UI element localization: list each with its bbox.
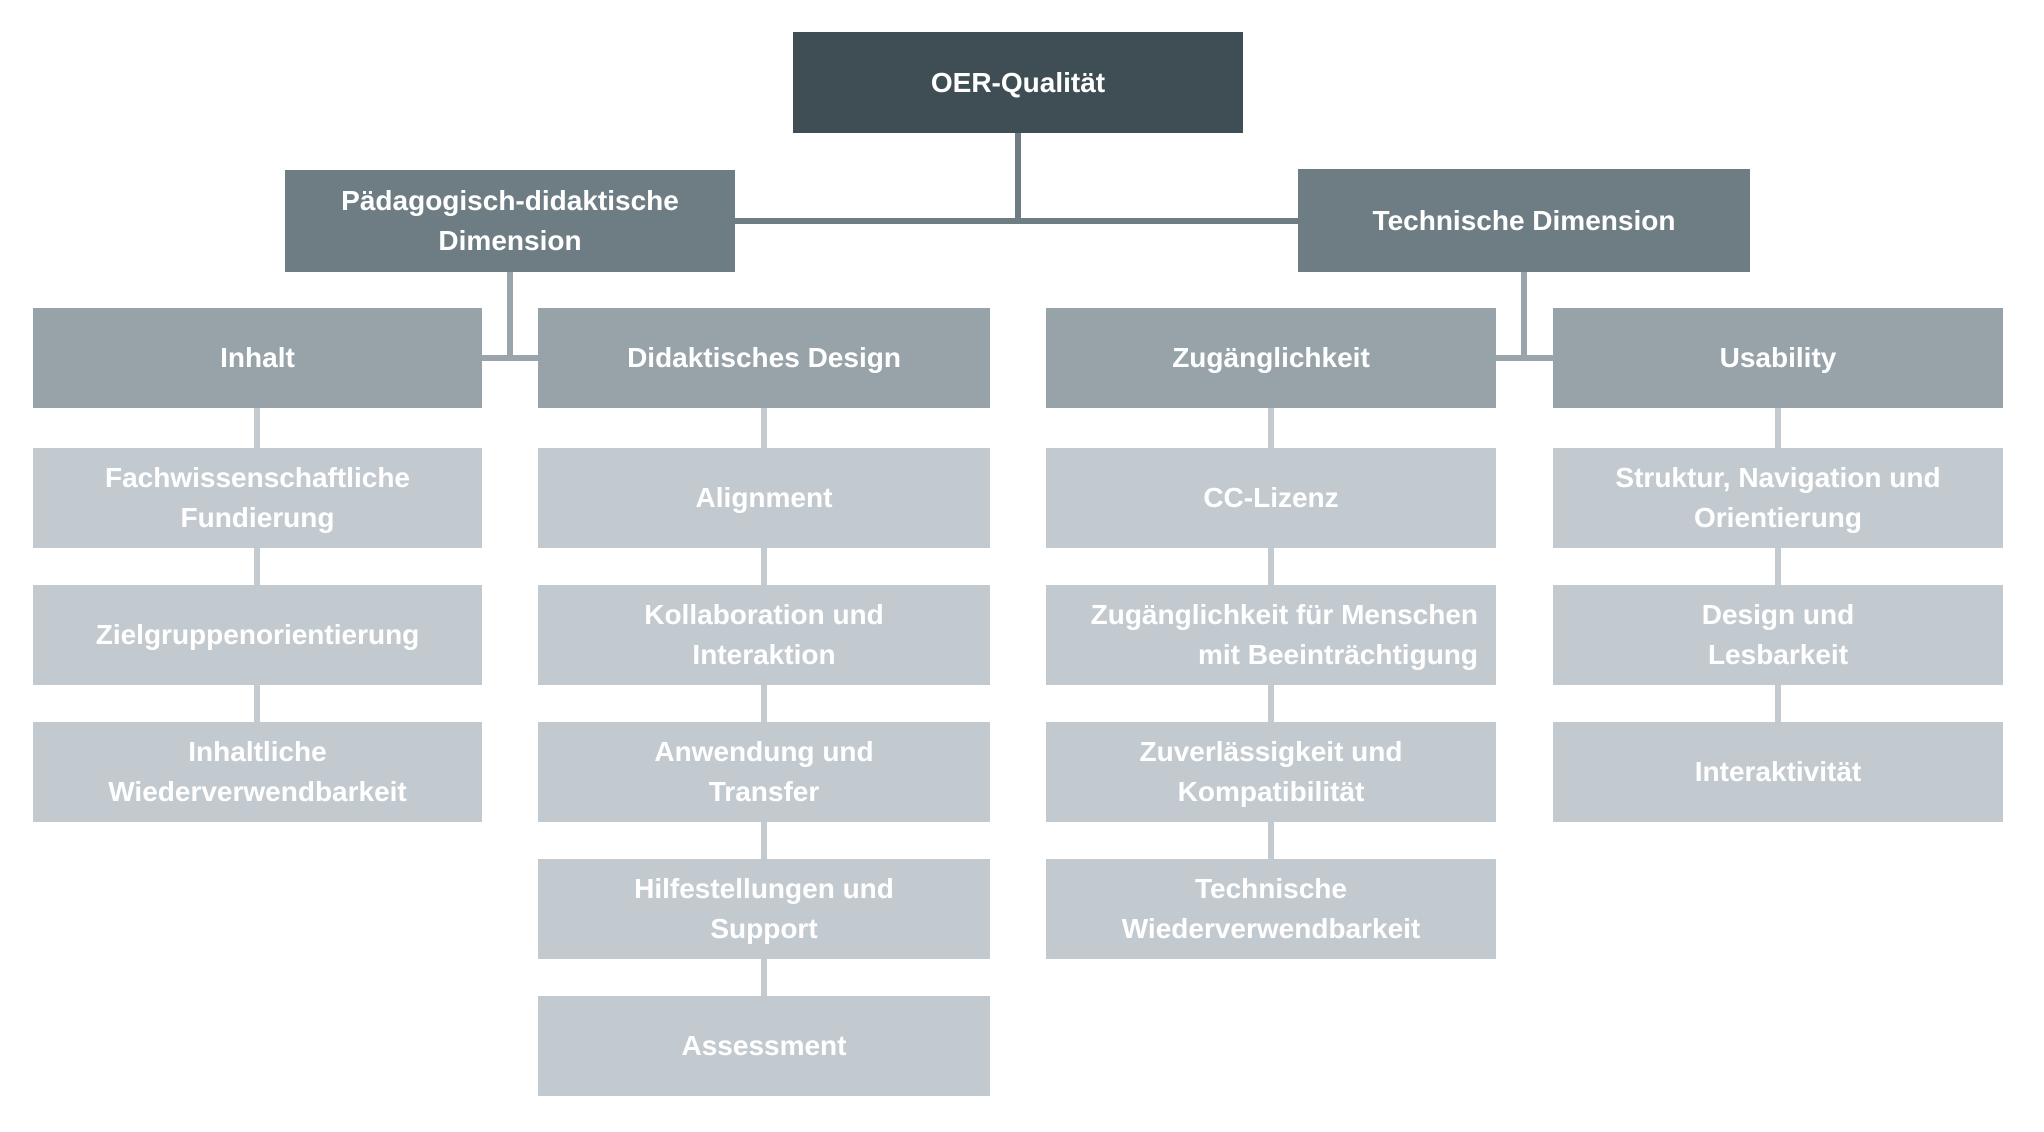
node-kollaboration-und-interaktion: Kollaboration und Interaktion [538,585,990,685]
node-label: Anwendung und Transfer [654,736,874,807]
connector-root-vertical [1015,133,1021,223]
connector-col2-seg1 [761,408,767,448]
node-label: Zielgruppenorientierung [95,619,420,650]
node-oer-qualitaet: OER-Qualität [793,32,1243,133]
node-alignment: Alignment [538,448,990,548]
connector-col1-seg2 [254,548,260,585]
connector-dim1-horizontal [482,355,538,361]
node-zugaenglichkeit: Zugänglichkeit [1046,308,1496,408]
node-inhaltliche-wiederverwendbarkeit: Inhaltliche Wiederverwendbarkeit [33,722,482,822]
node-label: Zugänglichkeit [1172,342,1370,373]
node-zugaenglichkeit-fuer-menschen: Zugänglichkeit für Menschen mit Beeinträ… [1046,585,1496,685]
connector-col2-seg5 [761,959,767,996]
node-paedagogisch-didaktische-dimension: Pädagogisch-didaktische Dimension [285,170,735,272]
node-label: Inhaltliche Wiederverwendbarkeit [108,736,407,807]
node-label: Fachwissenschaftliche Fundierung [104,462,410,533]
node-label: Assessment [681,1030,847,1061]
connector-col1-seg3 [254,685,260,722]
connector-col3-seg3 [1268,685,1274,722]
connector-dim1-vertical [507,272,513,361]
node-label: Zuverlässigkeit und Kompatibilität [1139,736,1403,807]
connector-col3-seg1 [1268,408,1274,448]
connector-col4-seg2 [1775,548,1781,585]
node-design-und-lesbarkeit: Design und Lesbarkeit [1553,585,2003,685]
connector-col2-seg3 [761,685,767,722]
node-assessment: Assessment [538,996,990,1096]
connector-col2-seg4 [761,822,767,859]
node-technische-wiederverwendbarkeit: Technische Wiederverwendbarkeit [1046,859,1496,959]
node-label: Kollaboration und Interaktion [644,599,884,670]
node-label: Technische Wiederverwendbarkeit [1121,873,1421,944]
node-label: Didaktisches Design [627,342,901,373]
node-interaktivitaet: Interaktivität [1553,722,2003,822]
node-label: Technische Dimension [1372,204,1676,236]
connector-dim2-horizontal [1496,355,1553,361]
node-anwendung-und-transfer: Anwendung und Transfer [538,722,990,822]
node-struktur-navigation-orientierung: Struktur, Navigation und Orientierung [1553,448,2003,548]
connector-col3-seg4 [1268,822,1274,859]
connector-col4-seg3 [1775,685,1781,722]
connector-col3-seg2 [1268,548,1274,585]
node-inhalt: Inhalt [33,308,482,408]
node-cc-lizenz: CC-Lizenz [1046,448,1496,548]
node-label: Interaktivität [1694,756,1862,787]
node-label: Zugänglichkeit für Menschen mit Beeinträ… [1090,599,1478,670]
node-label: Usability [1719,342,1837,373]
connector-col1-seg1 [254,408,260,448]
connector-dim2-vertical [1521,272,1527,361]
connector-col2-seg2 [761,548,767,585]
node-didaktisches-design: Didaktisches Design [538,308,990,408]
node-label: Inhalt [220,342,295,373]
node-zuverlaessigkeit-und-kompatibilitaet: Zuverlässigkeit und Kompatibilität [1046,722,1496,822]
node-label: Alignment [695,482,833,513]
node-zielgruppenorientierung: Zielgruppenorientierung [33,585,482,685]
node-label: Hilfestellungen und Support [634,873,894,944]
node-hilfestellungen-und-support: Hilfestellungen und Support [538,859,990,959]
node-usability: Usability [1553,308,2003,408]
node-label: OER-Qualität [930,66,1106,98]
node-label: Design und Lesbarkeit [1701,599,1855,670]
node-label: Struktur, Navigation und Orientierung [1615,462,1941,533]
connector-root-horizontal [735,218,1298,224]
connector-col4-seg1 [1775,408,1781,448]
node-fachwissenschaftliche-fundierung: Fachwissenschaftliche Fundierung [33,448,482,548]
node-technische-dimension: Technische Dimension [1298,169,1750,272]
node-label: Pädagogisch-didaktische Dimension [341,185,679,256]
node-label: CC-Lizenz [1203,482,1339,513]
